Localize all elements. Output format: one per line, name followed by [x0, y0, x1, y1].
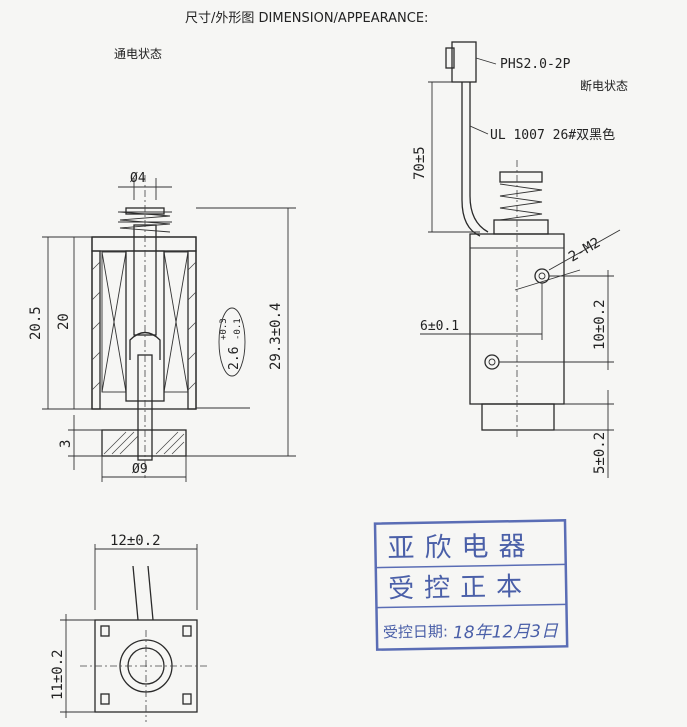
stamp-company: 亚欣电器 — [387, 531, 536, 565]
dim-hole-spacing: 10±0.2 — [592, 299, 608, 350]
dim-stroke-minus: -0.1 — [233, 318, 243, 340]
stamp-control: 受控正本 — [388, 572, 533, 605]
dim-overall: 29.3±0.4 — [268, 303, 284, 370]
right-state-label: 断电状态 — [580, 78, 628, 93]
dim-stroke: 2.6 — [227, 347, 242, 370]
dim-lead-length: 70±5 — [412, 146, 428, 180]
stamp-date-value: 18年12月3日 — [453, 621, 559, 643]
dim-width: 12±0.2 — [110, 533, 161, 549]
connector-label: PHS2.0-2P — [500, 57, 571, 72]
dim-stroke-plus: +0.3 — [219, 318, 229, 340]
dim-base-dia: Ø9 — [132, 462, 148, 477]
dim-hole-offset: 6±0.1 — [420, 319, 459, 334]
dim-height: 11±0.2 — [50, 649, 66, 700]
right-side-view: PHS2.0-2P 断电状态 UL 1007 26#双黑色 70±5 — [412, 41, 628, 478]
dim-rod-dia: Ø4 — [130, 171, 146, 186]
dim-screw: 2-M2 — [566, 235, 603, 266]
dim-coil-height: 20 — [56, 313, 72, 330]
page-title: 尺寸/外形图 DIMENSION/APPEARANCE: — [185, 11, 428, 26]
left-section-view: Ø4 20.5 20 3 Ø9 2.6 +0.3 -0.1 29.3±0.4 — [28, 171, 296, 482]
dim-bottom: 5±0.2 — [592, 432, 608, 474]
dim-base-thickness: 3 — [58, 440, 74, 448]
left-state-label: 通电状态 — [114, 47, 162, 61]
wire-spec: UL 1007 26#双黑色 — [490, 127, 615, 143]
bottom-view: 12±0.2 11±0.2 — [50, 533, 210, 722]
controlled-copy-stamp: 亚欣电器 受控正本 受控日期: 18年12月3日 — [373, 519, 569, 651]
stamp-date-label: 受控日期: — [383, 622, 448, 641]
dim-total-length: 20.5 — [28, 306, 44, 340]
